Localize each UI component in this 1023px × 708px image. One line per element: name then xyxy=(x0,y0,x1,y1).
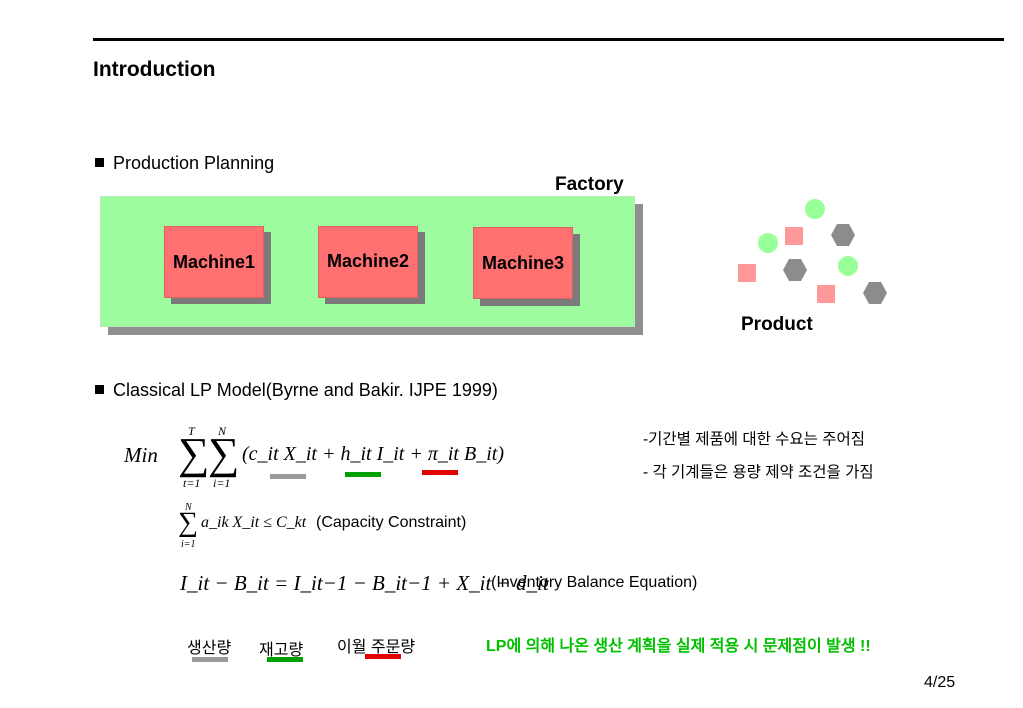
legend-inventory: 재고량 xyxy=(259,642,304,659)
legend-backorder-swatch xyxy=(365,654,401,659)
sum-upper-n: N xyxy=(218,424,227,438)
sum-lower-t: t=1 xyxy=(183,476,201,490)
balance-label: (Inventory Balance Equation) xyxy=(491,574,698,591)
sum-lower-i: i=1 xyxy=(213,476,231,490)
sigma-i-icon: ∑ xyxy=(208,429,240,478)
machine-1: Machine1 xyxy=(164,226,264,298)
capacity-label: (Capacity Constraint) xyxy=(316,514,467,531)
slide-title: Introduction xyxy=(93,58,216,81)
capacity-sum-upper: N xyxy=(185,502,192,513)
inventory-underline xyxy=(345,472,381,477)
product-shapes xyxy=(738,199,887,304)
note-capacity: - 각 기계들은 용량 제약 조건을 가짐 xyxy=(643,464,874,481)
product-circle-icon xyxy=(838,256,858,276)
capacity-body: a_ik X_it ≤ C_kt xyxy=(201,514,307,531)
product-square-icon xyxy=(785,227,803,245)
sum-upper-t: T xyxy=(188,424,195,438)
legend-production-swatch xyxy=(192,657,228,662)
bullet-square-icon xyxy=(95,385,104,394)
machine-3: Machine3 xyxy=(473,227,573,299)
objective-body: (c_it X_it + h_it I_it + π_it B_it) xyxy=(242,443,504,465)
backorder-underline xyxy=(422,470,458,475)
product-circle-icon xyxy=(805,199,825,219)
product-square-icon xyxy=(817,285,835,303)
warning-text: LP에 의해 나온 생산 계획을 실제 적용 시 문제점이 발생 !! xyxy=(486,638,871,655)
bullet-square-icon xyxy=(95,158,104,167)
factory-label: Factory xyxy=(555,174,624,195)
product-hexagon-icon xyxy=(831,224,855,246)
production-underline xyxy=(270,474,306,479)
balance-body: I_it − B_it = I_it−1 − B_it−1 + X_it − d… xyxy=(180,571,549,595)
capacity-sum-lower: i=1 xyxy=(181,539,196,550)
bullet-text: Classical LP Model(Byrne and Bakir. IJPE… xyxy=(113,380,498,400)
legend-inventory-swatch xyxy=(267,657,303,662)
bullet-production-planning: Production Planning xyxy=(95,153,274,174)
product-label: Product xyxy=(741,314,813,335)
legend-backorder: 이월 주문량 xyxy=(337,639,416,656)
capacity-sigma-icon: ∑ xyxy=(178,507,198,538)
page-number: 4/25 xyxy=(924,674,956,691)
product-circle-icon xyxy=(758,233,778,253)
title-rule xyxy=(93,38,1004,41)
objective-min: Min xyxy=(124,443,158,467)
legend-production: 생산량 xyxy=(187,640,232,657)
machine-2: Machine2 xyxy=(318,226,418,298)
bullet-lp-model: Classical LP Model(Byrne and Bakir. IJPE… xyxy=(95,380,498,401)
product-hexagon-icon xyxy=(783,259,807,281)
product-hexagon-icon xyxy=(863,282,887,304)
sigma-t-icon: ∑ xyxy=(178,429,210,478)
note-demand: -기간별 제품에 대한 수요는 주어짐 xyxy=(643,431,866,448)
bullet-text: Production Planning xyxy=(113,153,275,173)
product-square-icon xyxy=(738,264,756,282)
